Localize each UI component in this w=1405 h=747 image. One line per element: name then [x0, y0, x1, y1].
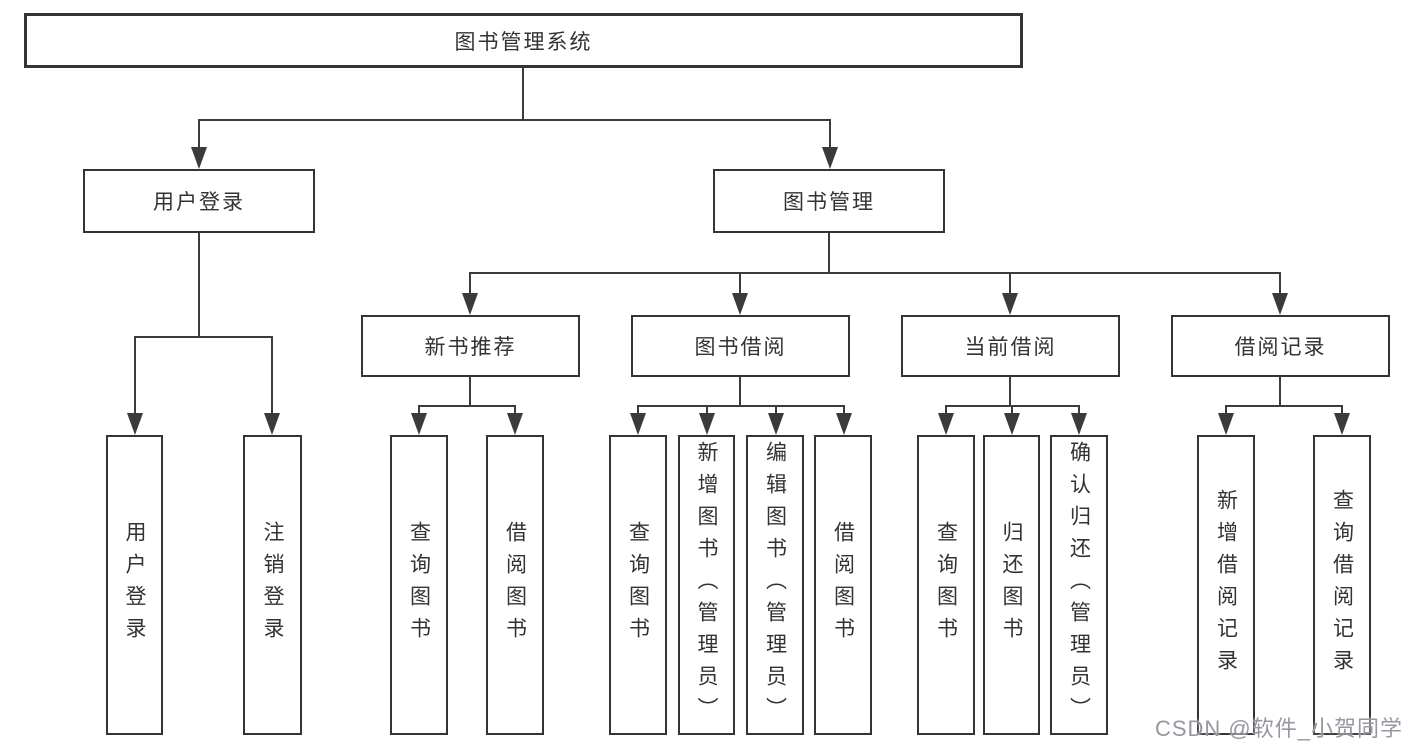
arrow-to-user-login — [191, 119, 207, 169]
node-book-borrowing: 图书借阅 — [631, 315, 850, 377]
leaf-label: 归还图书 — [1000, 521, 1023, 649]
arrow-to-leaf — [768, 405, 784, 435]
leaf-query-books-borrowing: 查询图书 — [609, 435, 667, 735]
arrow-to-book-mgmt — [822, 119, 838, 169]
node-user-login: 用户登录 — [83, 169, 315, 233]
arrow-to-leaf — [836, 405, 852, 435]
csdn-watermark: CSDN @软件_小贺同学 — [1154, 716, 1403, 741]
connector-book-borrow-trunk — [739, 377, 741, 407]
node-label: 图书借阅 — [694, 336, 787, 359]
arrow-to-leaf — [1004, 405, 1020, 435]
leaf-user-login: 用户登录 — [106, 435, 163, 735]
arrow-to-leaf — [507, 405, 523, 435]
arrow-to-leaf-user-login — [127, 336, 143, 435]
leaf-label: 新增借阅记录 — [1214, 489, 1238, 681]
leaf-borrow-books: 借阅图书 — [814, 435, 872, 735]
connector-book-borrow-bus — [637, 405, 845, 407]
leaf-label: 借阅图书 — [831, 521, 855, 649]
connector-book-mgmt-trunk — [828, 233, 830, 274]
connector-book-mgmt-bus — [469, 272, 1281, 274]
leaf-logout: 注销登录 — [243, 435, 302, 735]
arrow-to-leaf — [699, 405, 715, 435]
node-label: 借阅记录 — [1234, 336, 1327, 359]
arrow-to-leaf — [1218, 405, 1234, 435]
node-borrow-records: 借阅记录 — [1171, 315, 1390, 377]
connector-root-bus — [198, 119, 831, 121]
connector-user-login-trunk — [198, 233, 200, 338]
node-new-book-recommend: 新书推荐 — [361, 315, 580, 377]
leaf-query-books-current: 查询图书 — [917, 435, 975, 735]
leaf-label: 借阅图书 — [503, 521, 527, 649]
leaf-add-books-admin: 新增图书（管理员） — [678, 435, 735, 735]
connector-borrow-records-trunk — [1279, 377, 1281, 407]
arrow-to-book-borrow — [732, 272, 748, 315]
leaf-query-books-recommend: 查询图书 — [390, 435, 448, 735]
leaf-label: 确认归还（管理员） — [1067, 441, 1091, 729]
leaf-borrow-books-recommend: 借阅图书 — [486, 435, 544, 735]
leaf-label: 查询图书 — [407, 521, 431, 649]
leaf-label: 注销登录 — [261, 521, 284, 649]
connector-current-borrow-trunk — [1009, 377, 1011, 407]
node-label: 图书管理系统 — [454, 30, 593, 54]
arrow-to-new-book — [462, 272, 478, 315]
leaf-label: 新增图书（管理员） — [695, 441, 718, 729]
node-book-management: 图书管理 — [713, 169, 945, 233]
node-library-system: 图书管理系统 — [24, 13, 1023, 68]
leaf-label: 查询图书 — [934, 521, 958, 649]
node-label: 新书推荐 — [424, 336, 517, 359]
arrow-to-leaf — [938, 405, 954, 435]
node-label: 用户登录 — [153, 191, 245, 214]
node-label: 图书管理 — [783, 191, 875, 214]
leaf-edit-books-admin: 编辑图书（管理员） — [746, 435, 804, 735]
leaf-return-books: 归还图书 — [983, 435, 1040, 735]
arrow-to-leaf — [411, 405, 427, 435]
node-label: 当前借阅 — [964, 336, 1057, 359]
connector-user-login-bus — [134, 336, 273, 338]
connector-borrow-records-bus — [1225, 405, 1343, 407]
arrow-to-current-borrow — [1002, 272, 1018, 315]
arrow-to-borrow-records — [1272, 272, 1288, 315]
leaf-confirm-return-admin: 确认归还（管理员） — [1050, 435, 1108, 735]
arrow-to-leaf — [1071, 405, 1087, 435]
leaf-query-borrow-record: 查询借阅记录 — [1313, 435, 1371, 735]
leaf-label: 查询借阅记录 — [1330, 489, 1354, 681]
connector-root-trunk — [522, 68, 524, 119]
leaf-label: 编辑图书（管理员） — [763, 441, 787, 729]
connector-new-book-trunk — [469, 377, 471, 407]
leaf-label: 查询图书 — [626, 521, 650, 649]
leaf-add-borrow-record: 新增借阅记录 — [1197, 435, 1255, 735]
arrow-to-leaf — [630, 405, 646, 435]
node-current-borrowing: 当前借阅 — [901, 315, 1120, 377]
arrow-to-leaf — [1334, 405, 1350, 435]
leaf-label: 用户登录 — [123, 521, 146, 649]
connector-new-book-bus — [418, 405, 516, 407]
arrow-to-leaf-logout — [264, 336, 280, 435]
